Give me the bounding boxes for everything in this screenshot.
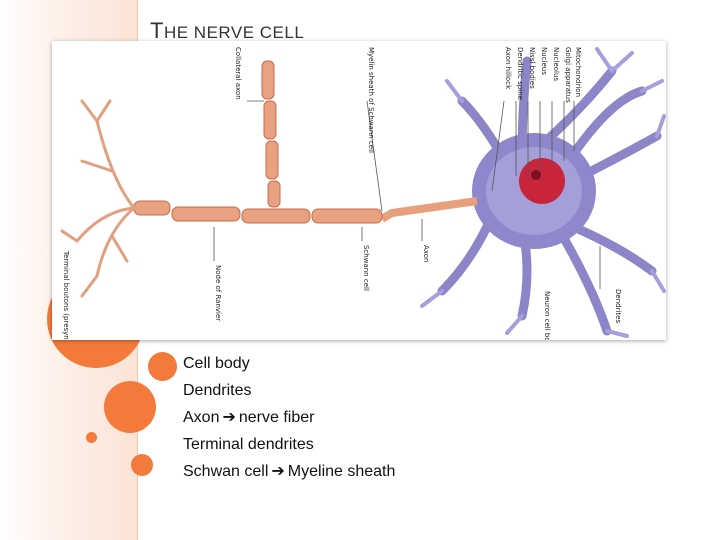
- orange-circle-bottom: [131, 454, 153, 476]
- arrow-icon: ➔: [222, 409, 236, 426]
- small-orange-dot: [86, 432, 97, 443]
- label-dendritic-spine: Dendritic spine: [516, 47, 524, 100]
- terminal-branches: [60, 99, 136, 298]
- axon: [379, 197, 478, 223]
- bullet-axon: Axon➔nerve fiber: [183, 406, 395, 433]
- bullet-text: Dendrites: [183, 382, 252, 399]
- label-nissl: Nissl bodies: [528, 47, 536, 89]
- label-mitochondrion: Mitochondrion: [574, 47, 582, 97]
- title-rest: HE NERVE CELL: [163, 23, 305, 42]
- arrow-icon: ➔: [271, 463, 285, 480]
- bullet-text-after: Myeline sheath: [287, 463, 396, 480]
- label-golgi: Golgi apparatus: [564, 47, 572, 103]
- bullet-terminal-dendrites: Terminal dendrites: [183, 433, 395, 460]
- bullet-text: Schwan cell: [183, 463, 269, 480]
- label-axon-hillock: Axon hillock: [504, 47, 512, 90]
- label-schwann-cell: Schwann cell: [362, 245, 370, 291]
- bullet-cell-body: Cell body: [183, 352, 395, 379]
- nucleus: [519, 158, 565, 204]
- label-myelin: Myelin sheath of Schwann cell: [367, 47, 375, 153]
- bullet-text-after: nerve fiber: [238, 409, 315, 426]
- bullet-dendrites: Dendrites: [183, 379, 395, 406]
- fine-dendrites: [420, 47, 666, 338]
- nucleolus: [531, 170, 541, 180]
- bullet-list: Cell body Dendrites Axon➔nerve fiber Ter…: [183, 352, 395, 487]
- myelin-segments: [133, 60, 383, 224]
- label-axon: Axon: [422, 245, 430, 262]
- slide-title: THE NERVE CELL: [150, 18, 304, 44]
- label-dendrites: Dendrites: [614, 289, 622, 323]
- label-neuron-cell-body: Neuron cell body: [543, 291, 551, 340]
- orange-circle-large-lower: [104, 381, 156, 433]
- label-collateral-axon: Collateral axon: [234, 47, 242, 100]
- bullet-schwan-cell: Schwan cell➔Myeline sheath: [183, 460, 395, 487]
- label-nucleolus: Nucleolus: [552, 47, 560, 81]
- neuron-diagram: Mitochondrion Golgi apparatus Nucleolus …: [52, 41, 666, 340]
- label-nucleus: Nucleus: [540, 47, 548, 75]
- label-node-of-ranvier: Node of Ranvier: [214, 265, 222, 321]
- label-leaders: [213, 100, 601, 289]
- title-initial: T: [150, 18, 164, 43]
- bullet-text: Axon: [183, 409, 220, 426]
- neuron-illustration: Mitochondrion Golgi apparatus Nucleolus …: [60, 47, 666, 340]
- bullet-text: Terminal dendrites: [183, 436, 314, 453]
- bullet-text: Cell body: [183, 355, 250, 372]
- label-terminal-boutons: Terminal boutons (presynaptic terminals): [62, 250, 70, 340]
- medium-orange-circle: [148, 352, 177, 381]
